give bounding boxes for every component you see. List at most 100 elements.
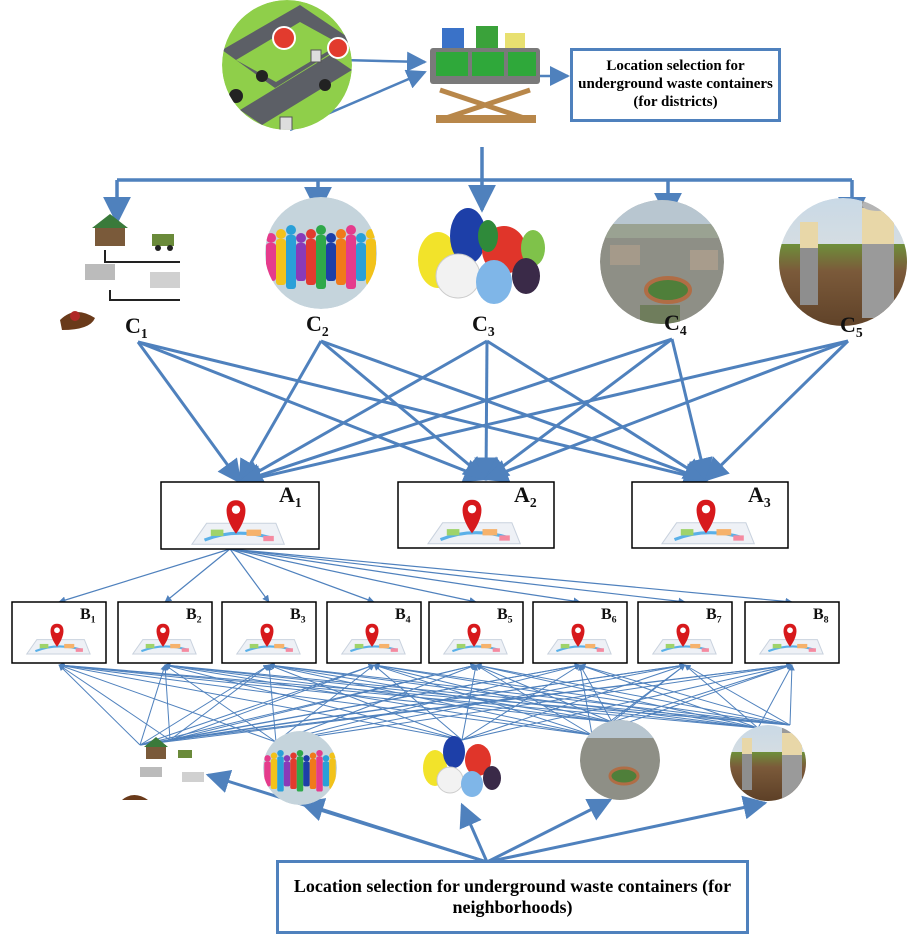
arrow-x2-b3: [139, 664, 270, 746]
arrow-x3-b3: [268, 662, 613, 723]
arrow-c5-a2: [483, 339, 849, 483]
map-pin-icon: [235, 623, 301, 655]
aerial-city-icon: [600, 200, 724, 324]
arrow-x1-b3: [268, 662, 791, 726]
arrow-s5-b7: [684, 664, 759, 729]
arrow-c5-a3: [704, 339, 850, 482]
arrow-s2-b5: [275, 664, 477, 743]
criterion-label-c3: C3: [472, 311, 495, 339]
map-pin-icon: [758, 623, 824, 655]
goal-box-neighborhoods: Location selection for underground waste…: [276, 860, 749, 934]
neighborhood-label-b3: B3: [290, 606, 306, 626]
container-unit-icon: [430, 26, 540, 123]
arrow-s4-b3: [268, 663, 593, 736]
neighborhood-label-b8: B8: [813, 606, 829, 626]
arrow-x3-b6: [579, 664, 613, 723]
arrow-a1-b5: [229, 548, 477, 605]
criterion-label-c4: C4: [664, 310, 687, 338]
map-pin-icon: [340, 623, 406, 655]
arrow-goal-to-icon-4: [486, 798, 613, 864]
arrow-s4-b2: [164, 662, 593, 736]
map-pin-icon: [442, 623, 508, 655]
arrow-x3-b5: [475, 664, 613, 723]
neighborhood-label-b5: B5: [497, 606, 513, 626]
arrow-a1-b3: [229, 548, 270, 603]
arrows-layer: [58, 51, 866, 864]
arrow-goal-to-icon-2: [299, 798, 488, 864]
criterion-label-c2: C2: [306, 311, 329, 339]
population-icon-small: [263, 731, 337, 805]
population-icon: [265, 197, 377, 309]
district-label-a3: A3: [748, 482, 771, 510]
arrow-x2-b2: [139, 664, 167, 746]
arrow-c2-a1: [238, 340, 323, 485]
arrow-s3-b3: [268, 664, 463, 741]
map-pin-icon: [25, 623, 91, 655]
neighborhood-node-b1: B1: [11, 601, 107, 664]
arrow-s2-b1: [58, 663, 277, 743]
arrow-x3-b1: [58, 662, 613, 723]
district-node-a2: A2: [397, 481, 555, 549]
arrow-c1-a1: [136, 341, 242, 484]
neighborhood-node-b2: B2: [117, 601, 213, 664]
arrow-c2-a3: [320, 339, 709, 484]
arrow-a1-b2: [164, 548, 231, 603]
underground-container-icon-small: [730, 725, 806, 801]
map-pin-icon: [546, 623, 612, 655]
arrow-s5-b3: [268, 662, 759, 729]
arrow-c5-a1: [237, 339, 849, 489]
neighborhood-node-b8: B8: [744, 601, 840, 664]
transfer-flow-icon: [60, 214, 180, 330]
arrow-c3-a3: [486, 339, 709, 482]
neighborhood-label-b7: B7: [706, 606, 722, 626]
arrow-x1-b4: [373, 662, 791, 726]
goal-box-districts: Location selection for underground waste…: [570, 48, 781, 122]
district-node-a3: A3: [631, 481, 789, 549]
neighborhood-node-b5: B5: [428, 601, 524, 664]
map-pin-icon: [190, 500, 286, 545]
neighborhood-node-b4: B4: [326, 601, 422, 664]
arrow-s2-b3: [266, 664, 277, 743]
aerial-city-icon-small: [580, 720, 660, 800]
arrow-x2-b1: [58, 664, 141, 746]
arrow-s3-b1: [58, 663, 463, 741]
arrow-c4-a3: [670, 338, 713, 483]
arrow-x3-b2: [164, 662, 613, 723]
neighborhood-node-b6: B6: [532, 601, 628, 664]
neighborhood-node-b3: B3: [221, 601, 317, 664]
criterion-label-c1: C1: [125, 313, 148, 341]
waste-bags-icon: [418, 208, 545, 304]
arrow-s3-b8: [461, 663, 793, 741]
district-label-a2: A2: [514, 482, 537, 510]
arrow-a1-b7: [229, 548, 686, 605]
arrow-goal-to-icon-5: [486, 795, 768, 864]
arrow-x3-b7: [611, 664, 686, 723]
criterion-label-c5: C5: [840, 312, 863, 340]
arrow-map-to-unit: [341, 51, 427, 72]
arrow-s2-b4: [275, 664, 375, 743]
district-label-a1: A1: [279, 482, 302, 510]
arrow-c4-a2: [484, 337, 673, 481]
arrow-a1-b1: [58, 548, 231, 604]
arrow-x3-b4: [373, 663, 613, 723]
district-node-a1: A1: [160, 481, 320, 550]
map-pin-icon: [651, 623, 717, 655]
map-pin-icon: [426, 499, 522, 545]
arrow-x1-b1: [58, 662, 791, 726]
map-pin-icon: [660, 499, 756, 545]
arrow-a1-b8: [229, 548, 793, 605]
neighborhood-node-b7: B7: [637, 601, 733, 664]
arrow-s3-b7: [461, 663, 686, 741]
arrow-c1-a3: [137, 340, 709, 487]
map-pin-icon: [131, 623, 197, 655]
city-map-icon: [222, 0, 352, 130]
arrow-x1-b5: [475, 663, 791, 726]
arrow-x3-b8: [611, 663, 793, 723]
arrow-x2-b5: [139, 663, 477, 746]
arrow-c3-a2: [474, 340, 499, 482]
arrow-c3-a1: [237, 339, 488, 484]
neighborhood-label-b1: B1: [80, 606, 96, 626]
arrow-s3-b5: [461, 664, 478, 741]
